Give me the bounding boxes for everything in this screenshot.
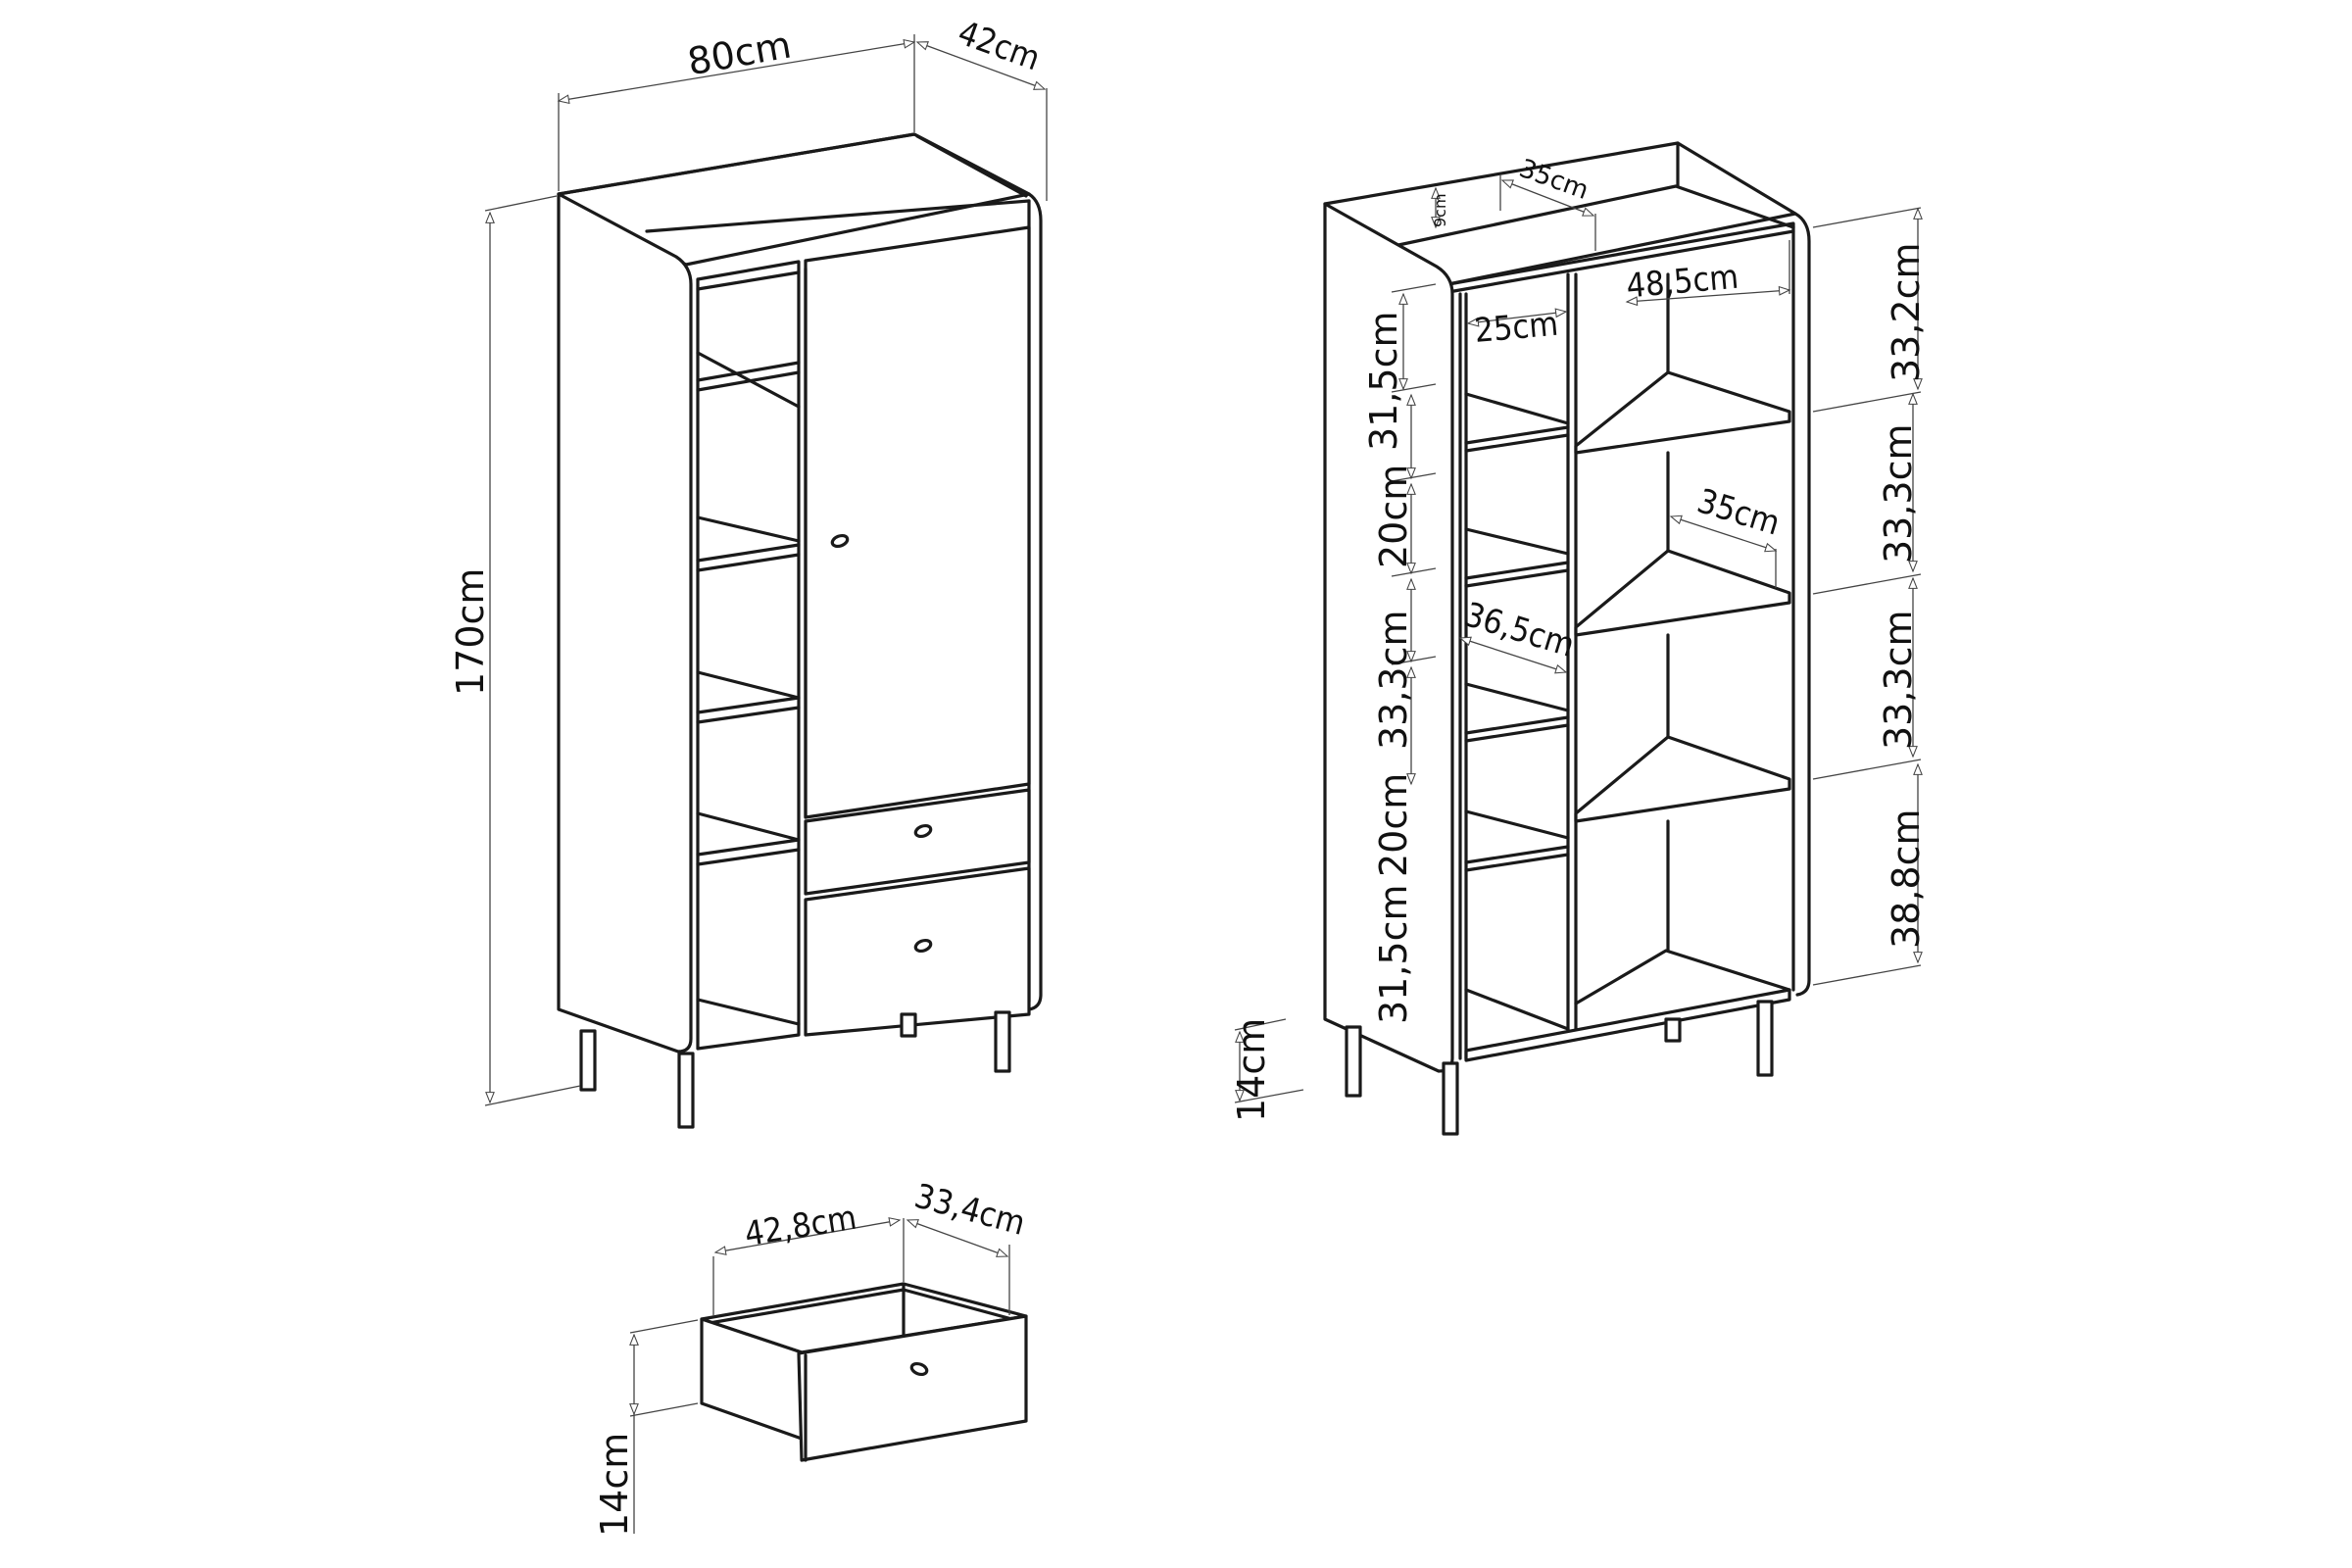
wardrobe-open-compartment: [696, 260, 801, 1051]
right-height-3-label: 33,3cm: [1877, 610, 1920, 750]
drawer-front: [797, 1314, 1028, 1462]
drawer-drawing: [630, 1218, 1028, 1534]
left-height-4-label: 20cm: [1372, 773, 1415, 877]
wardrobe-drawing: [484, 34, 1048, 1129]
drawer-height-label: 14cm: [593, 1433, 636, 1537]
bookcase-drawing: [1234, 141, 1921, 1136]
wardrobe-legs: [579, 1010, 1011, 1129]
left-depth-label: 36,5cm: [1460, 595, 1579, 665]
bookcase-left-side: [1323, 202, 1454, 1073]
drawer-knob-icon: [913, 823, 933, 839]
wardrobe-height-label: 170cm: [449, 568, 492, 696]
wardrobe-drawer-top: [804, 788, 1031, 896]
wardrobe-shelves: [696, 351, 801, 1026]
door-knob-icon: [830, 533, 850, 549]
wardrobe-door: [804, 225, 1031, 819]
left-compartment-width-label: 25cm: [1473, 305, 1560, 351]
left-height-2-label: 20cm: [1372, 465, 1415, 568]
left-height-3-label: 33,3cm: [1372, 610, 1415, 750]
bookcase-legs: [1345, 1000, 1774, 1136]
wardrobe-width-label: 80cm: [684, 24, 794, 84]
right-height-1-label: 33,2cm: [1885, 242, 1928, 382]
right-height-dimension-lines: [1812, 207, 1921, 986]
leg-height-label: 14cm: [1230, 1018, 1273, 1122]
drawer-depth-label: 33,4cm: [910, 1177, 1029, 1244]
bookcase-left-shelves: [1464, 392, 1570, 1031]
top-rail-height-label: 9cm: [1431, 193, 1449, 227]
right-compartment-width-label: 48,5cm: [1625, 258, 1740, 307]
right-height-4-label: 38,8cm: [1885, 808, 1928, 949]
wardrobe-left-side: [557, 192, 693, 1054]
drawer-knob-icon: [909, 1361, 929, 1377]
drawer-knob-icon: [913, 938, 933, 954]
shelf-depth-label: 35cm: [1692, 481, 1784, 543]
wardrobe-depth-label: 42cm: [953, 14, 1045, 79]
right-height-2-label: 33,3cm: [1877, 423, 1920, 564]
left-height-1-label: 31,5cm: [1362, 311, 1405, 451]
bookcase-right-shelves: [1464, 272, 1791, 1062]
drawer-width-label: 42,8cm: [742, 1199, 859, 1254]
left-height-dimension-lines: [1391, 283, 1437, 784]
left-height-5-label: 31,5cm: [1372, 884, 1415, 1024]
